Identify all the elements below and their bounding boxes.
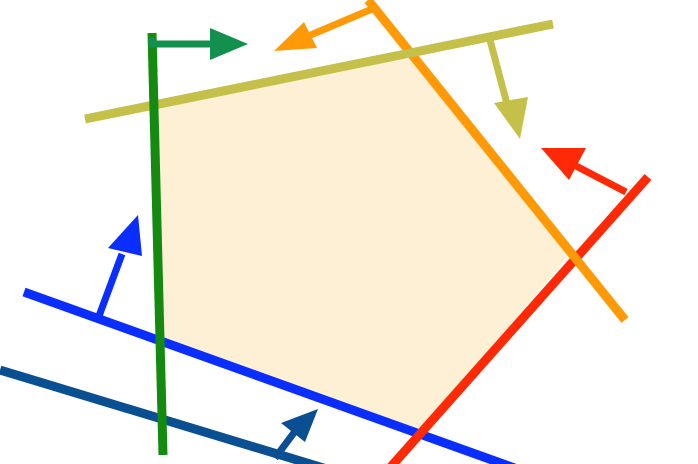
normal-arrows xyxy=(95,5,628,461)
red-normal-arrow xyxy=(541,148,628,196)
green-constraint-line xyxy=(147,32,168,456)
navy-normal-arrow xyxy=(272,409,318,461)
feasible-region xyxy=(155,58,572,432)
yellow-olive-normal-arrow xyxy=(486,39,528,139)
blue-normal-arrow xyxy=(95,215,142,318)
red-constraint-line xyxy=(387,174,652,464)
green-normal-arrow xyxy=(148,28,248,60)
yellow-olive-constraint-line xyxy=(84,19,554,124)
blue-constraint-line xyxy=(22,287,517,464)
orange-normal-arrow xyxy=(274,5,374,51)
